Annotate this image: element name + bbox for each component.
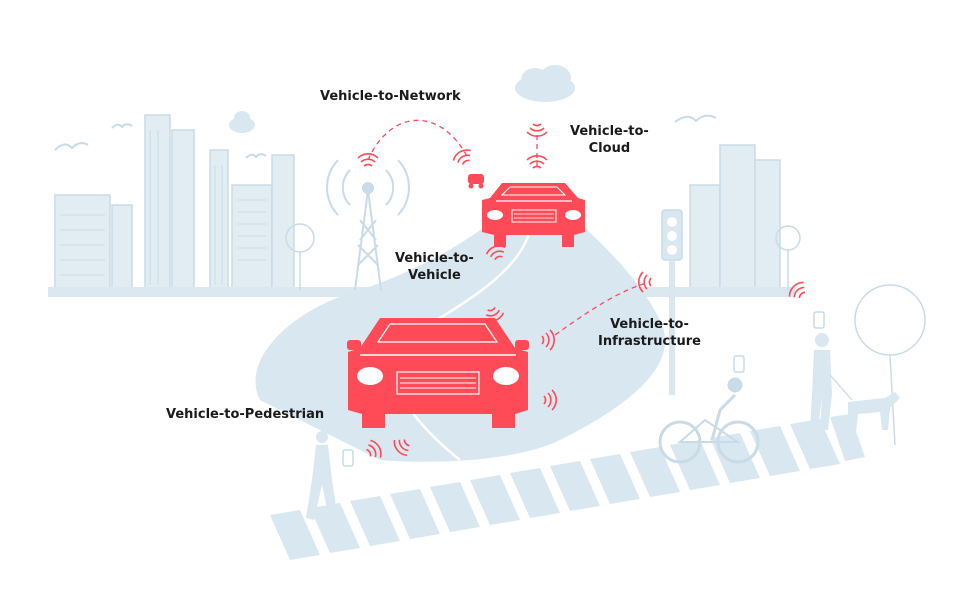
cloud-icon — [515, 65, 575, 102]
car-icon-far — [482, 183, 585, 247]
label-vehicle-to-vehicle: Vehicle-to- Vehicle — [395, 250, 474, 284]
cloud-wifi-signal-icon — [526, 123, 548, 138]
drone-car-icon — [468, 174, 484, 189]
car-icon-near — [347, 318, 529, 428]
cell-tower-icon — [326, 159, 410, 291]
pedestrian-icon — [306, 431, 338, 522]
v2i-link — [554, 281, 651, 336]
dog-walker-icon — [810, 333, 900, 432]
dog-walker-smartphone-icon — [813, 311, 825, 329]
pedestrian-smartphone-icon — [342, 449, 354, 467]
label-v2i-line2: Infrastructure — [598, 334, 701, 349]
label-v2v-line1: Vehicle-to- — [395, 251, 474, 266]
connection-lines — [367, 119, 651, 336]
label-vehicle-to-network: Vehicle-to-Network — [320, 88, 461, 105]
label-v2p-text: Vehicle-to-Pedestrian — [166, 407, 325, 422]
tree-icon — [285, 223, 926, 446]
crosswalk — [270, 414, 865, 560]
city-skyline-right — [689, 144, 781, 296]
cyclist-icon — [658, 377, 760, 464]
building-windows-left — [60, 130, 266, 285]
label-vehicle-to-pedestrian: Vehicle-to-Pedestrian — [166, 406, 324, 423]
label-v2v-line2: Vehicle — [407, 268, 461, 283]
v2n-link — [367, 119, 469, 161]
bird-icon — [54, 114, 717, 159]
label-vehicle-to-infrastructure: Vehicle-to- Infrastructure — [598, 316, 701, 350]
city-skyline-left — [54, 114, 295, 291]
small-cloud-icon — [229, 111, 255, 133]
label-v2i-line1: Vehicle-to- — [610, 317, 689, 332]
label-vehicle-to-cloud: Vehicle-to- Cloud — [570, 123, 649, 157]
traffic-light-icon — [661, 209, 683, 395]
cyclist-smartphone-icon — [733, 355, 745, 373]
label-v2c-line2: Cloud — [588, 141, 631, 156]
dog-walker-wifi-signal-icon — [785, 278, 811, 304]
label-v2n-text: Vehicle-to-Network — [320, 89, 461, 104]
drone-wifi-signal-icon — [450, 146, 476, 169]
label-v2c-line1: Vehicle-to- — [570, 124, 649, 139]
